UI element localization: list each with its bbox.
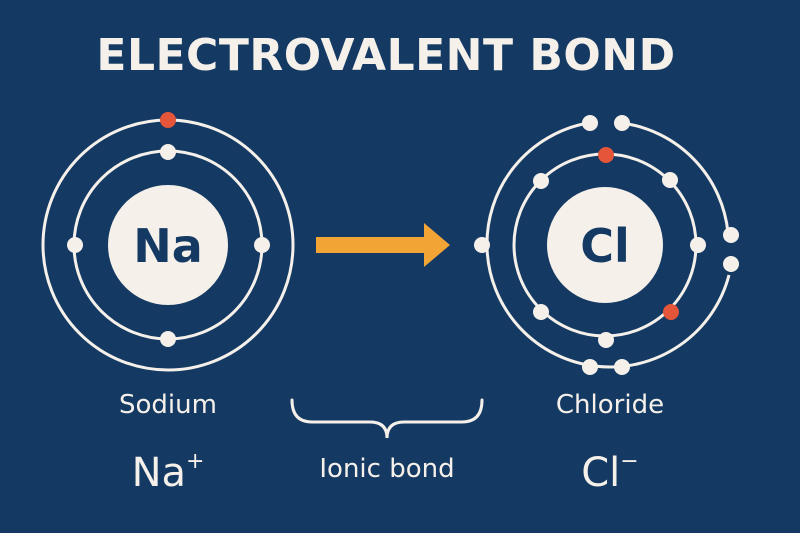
electron [662, 172, 678, 188]
electron [533, 173, 549, 189]
accepted-electron [663, 304, 679, 320]
electron [614, 359, 630, 375]
transferred-electron [160, 112, 176, 128]
electron [254, 237, 270, 253]
chloride-ion-base: Cl [581, 450, 621, 496]
electron [160, 331, 176, 347]
chloride-label: Chloride [555, 390, 665, 420]
chlorine-atom: Cl [474, 115, 739, 375]
sodium-nucleus-symbol: Na [133, 219, 203, 273]
electron [614, 115, 630, 131]
electron [533, 304, 549, 320]
chloride-ion-charge: − [620, 448, 639, 474]
electron [474, 237, 490, 253]
ionic-bond-label: Ionic bond [319, 454, 455, 484]
electron [598, 332, 614, 348]
electron [582, 115, 598, 131]
chlorine-nucleus [547, 187, 663, 303]
sodium-ion-symbol: Na+ [108, 448, 228, 496]
diagram-title: ELECTROVALENT BOND [96, 30, 676, 81]
sodium-label: Sodium [119, 390, 217, 420]
chlorine-outer-shell [621, 121, 730, 234]
sodium-nucleus [108, 185, 228, 305]
electron [67, 237, 83, 253]
electron [690, 237, 706, 253]
sodium-ion-charge: + [186, 448, 205, 474]
sodium-ion-base: Na [131, 450, 186, 496]
chloride-ion-symbol: Cl− [550, 448, 670, 496]
bond-bracket-icon [290, 398, 484, 439]
electron [160, 144, 176, 160]
electron-transfer-arrow-icon [316, 223, 450, 267]
electron [723, 227, 739, 243]
chlorine-outer-shell [485, 121, 731, 369]
electron [582, 359, 598, 375]
sodium-atom: Na [41, 112, 295, 372]
accepted-electron [598, 147, 614, 163]
chlorine-nucleus-symbol: Cl [580, 219, 630, 273]
electron [723, 256, 739, 272]
